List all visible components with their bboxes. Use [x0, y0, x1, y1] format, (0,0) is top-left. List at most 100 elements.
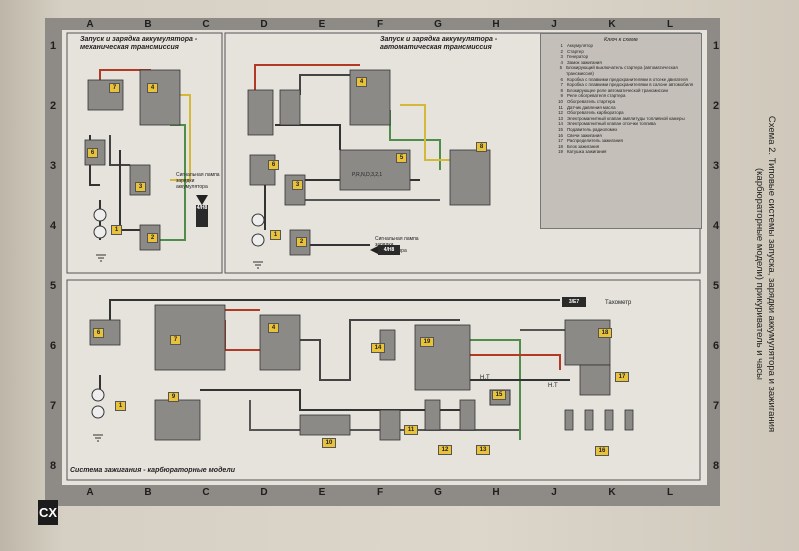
ignition-switch-4-manual	[139, 69, 181, 126]
legend-item-number: 14	[558, 121, 563, 127]
badge-3-manual: 3	[135, 182, 146, 192]
battery-1-manual-minus	[93, 225, 107, 239]
legend-item-text: Свечи зажигания	[567, 132, 602, 138]
row-label-8-right: 8	[713, 460, 720, 472]
legend-item-number: 4	[560, 59, 563, 65]
ground-symbol-auto	[253, 261, 263, 269]
row-label-2: 2	[50, 100, 57, 112]
badge-12: 12	[438, 445, 452, 455]
row-label-6: 6	[50, 340, 57, 352]
tag-arrow-auto	[370, 245, 380, 255]
legend-item: 8 Блокирующее реле автоматической трансми…	[541, 88, 701, 94]
legend-item: 12 Обогреватель карбюратора	[541, 110, 701, 116]
col-label-g: G	[434, 19, 442, 30]
fuse-box-7-auto	[247, 89, 274, 136]
legend-item: 19 Катушка зажигания	[541, 149, 701, 155]
legend-item-text: Обогреватель карбюратора	[567, 110, 624, 116]
legend-item-number: 10	[558, 98, 563, 104]
badge-6-manual: 6	[87, 148, 98, 158]
col-label-b-bottom: B	[144, 487, 152, 498]
side-title-line1: Схема 2. Типовые системы запуска, зарядк…	[766, 115, 777, 433]
col-label-l: L	[666, 19, 674, 30]
col-label-f: F	[376, 19, 384, 30]
badge-5-auto: 5	[396, 153, 407, 163]
legend-item-number: 12	[558, 110, 563, 116]
legend-item-number: 6	[560, 76, 563, 82]
col-label-e-bottom: E	[318, 487, 326, 498]
legend-item-text: Блок зажигания	[567, 143, 600, 149]
ht-label-2: Н.Т	[548, 383, 558, 389]
badge-8-auto: 8	[476, 142, 487, 152]
row-label-8: 8	[50, 460, 57, 472]
legend-item-number: 8	[560, 87, 563, 93]
legend-item-text: Блокирующее реле автоматической трансмис…	[567, 87, 668, 93]
legend-item-number: 7	[560, 82, 563, 88]
legend-item-text: Электромагнитный клапан амплитуды топлив…	[567, 115, 685, 121]
col-label-c-bottom: C	[202, 487, 210, 498]
spark-plug-16-2	[584, 409, 594, 431]
tag-manual: 4/H8	[196, 205, 208, 227]
badge-17: 17	[615, 372, 629, 382]
legend-item-text: Генератор	[567, 54, 589, 60]
col-label-a-bottom: A	[86, 487, 94, 498]
carb-heater-12	[424, 399, 441, 431]
section-title-manual: Запуск и зарядка аккумулятора - механиче…	[80, 36, 198, 51]
col-label-d: D	[260, 19, 268, 30]
battery-1-ignition-plus	[91, 388, 105, 402]
badge-15: 15	[492, 390, 506, 400]
tag-tacho: 3/E7	[562, 297, 586, 307]
battery-1-ignition-minus	[91, 405, 105, 419]
legend-item: 17 Распределитель зажигания	[541, 138, 701, 144]
row-label-5-right: 5	[713, 280, 720, 292]
legend-item-number: 9	[560, 93, 563, 99]
legend-item-number: 19	[558, 149, 563, 155]
row-label-1-right: 1	[713, 40, 720, 52]
legend-item-text: Обогреватель стартера	[567, 98, 616, 104]
ground-symbol-manual	[96, 254, 106, 262]
legend-item-number: 17	[558, 138, 563, 144]
legend-item-text: Катушка зажигания	[567, 149, 607, 155]
spark-plug-16-4	[624, 409, 634, 431]
ignition-switch-4-ignition	[259, 314, 301, 371]
legend-title: Ключ к схеме	[604, 37, 638, 43]
badge-11: 11	[404, 425, 418, 435]
badge-1-manual: 1	[111, 225, 122, 235]
row-label-5: 5	[50, 280, 57, 292]
spark-plug-16-1	[564, 409, 574, 431]
col-label-k-bottom: K	[608, 487, 616, 498]
section-manual-border	[66, 32, 223, 274]
relay-8	[449, 149, 491, 206]
ground-symbol-ignition	[93, 434, 103, 442]
col-label-g-bottom: G	[434, 487, 442, 498]
distributor-17	[579, 364, 611, 396]
page-label: CX	[38, 500, 58, 525]
tag-auto: 4/H8	[378, 245, 400, 255]
selector-positions: P,R,N,D,3,2,1	[352, 172, 383, 178]
badge-2-auto: 2	[296, 237, 307, 247]
legend-item-number: 3	[560, 54, 563, 60]
section-title-ignition: Система зажигания - карбюраторные модели	[70, 467, 236, 474]
badge-3-auto: 3	[292, 180, 303, 190]
row-label-7-right: 7	[713, 400, 720, 412]
legend-item-text: Распределитель зажигания	[567, 138, 623, 144]
badge-2-manual: 2	[147, 233, 158, 243]
col-label-e: E	[318, 19, 326, 30]
row-label-3-right: 3	[713, 160, 720, 172]
badge-4-manual: 4	[147, 83, 158, 93]
badge-6-auto: 6	[268, 160, 279, 170]
legend-item-number: 5	[559, 65, 563, 71]
legend-item: 10 Обогреватель стартера	[541, 99, 701, 105]
legend-item-text: Аккумулятор	[567, 43, 593, 48]
col-label-h-bottom: H	[492, 487, 500, 498]
section-title-auto: Запуск и зарядка аккумулятора - автомати…	[380, 36, 498, 51]
badge-7-ignition: 7	[170, 335, 181, 345]
badge-10: 10	[322, 438, 336, 448]
badge-4-ignition: 4	[268, 323, 279, 333]
